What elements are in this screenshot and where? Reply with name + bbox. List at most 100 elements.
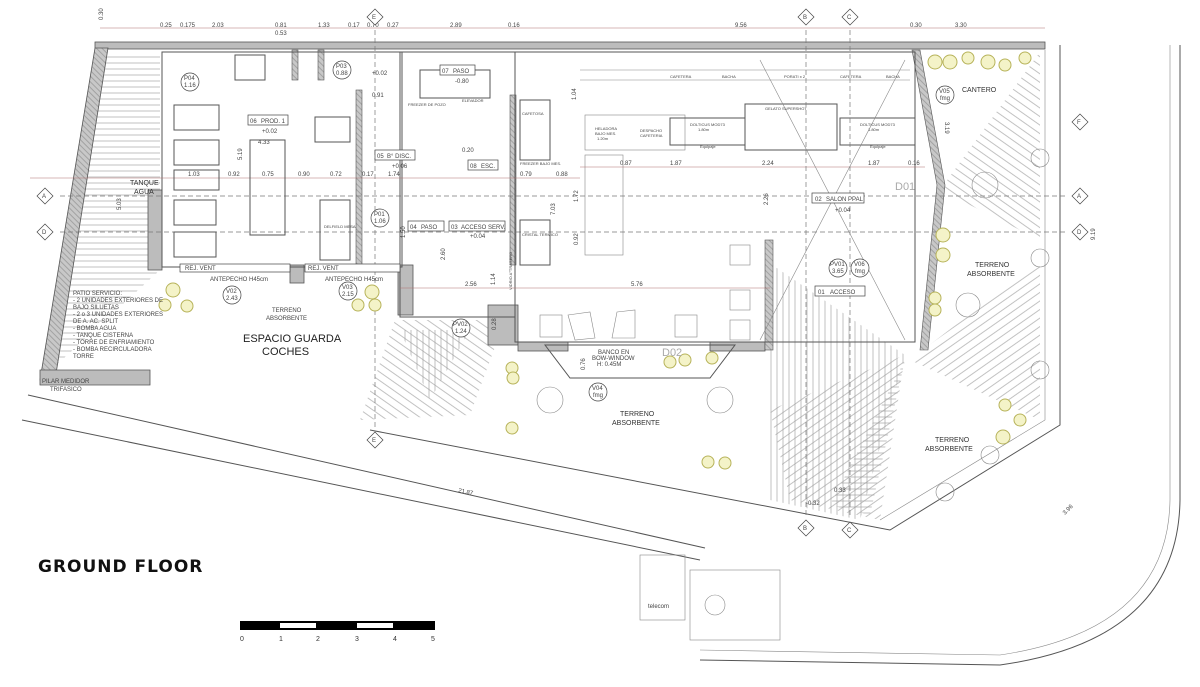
svg-text:+0.04: +0.04 bbox=[470, 234, 486, 240]
svg-text:fmg: fmg bbox=[855, 269, 865, 275]
scale-label: 4 bbox=[393, 636, 397, 643]
label-cantero: CANTERO bbox=[962, 87, 997, 94]
svg-text:0.76: 0.76 bbox=[581, 358, 587, 370]
landscape bbox=[158, 51, 1050, 641]
dim: 0.30 bbox=[99, 8, 105, 20]
svg-text:E: E bbox=[372, 15, 376, 21]
dim: 0.53 bbox=[275, 31, 287, 37]
svg-text:07: 07 bbox=[442, 69, 449, 75]
svg-text:BACHA: BACHA bbox=[886, 74, 900, 79]
svg-text:DOLTICUS MOD73: DOLTICUS MOD73 bbox=[690, 122, 726, 127]
svg-text:V03: V03 bbox=[342, 285, 353, 291]
svg-text:- 2 UNIDADES EXTERIORES DE: - 2 UNIDADES EXTERIORES DE bbox=[73, 298, 163, 304]
svg-text:2.60: 2.60 bbox=[441, 248, 447, 260]
svg-text:0.90: 0.90 bbox=[298, 172, 310, 178]
dim: 0.25 bbox=[160, 23, 172, 29]
svg-text:P03: P03 bbox=[336, 64, 347, 70]
svg-text:DE A. AC. SPLIT: DE A. AC. SPLIT bbox=[73, 319, 118, 325]
svg-text:03: 03 bbox=[451, 225, 458, 231]
svg-text:SALON PPAL: SALON PPAL bbox=[826, 197, 864, 203]
svg-text:+0.06: +0.06 bbox=[392, 164, 408, 170]
svg-text:BACHA: BACHA bbox=[722, 74, 736, 79]
svg-text:CAFETOSA: CAFETOSA bbox=[522, 111, 544, 116]
svg-text:HELADORA: HELADORA bbox=[595, 126, 617, 131]
svg-text:- 2 o 3 UNIDADES EXTERIORES: - 2 o 3 UNIDADES EXTERIORES bbox=[73, 312, 163, 318]
scale-label: 1 bbox=[279, 636, 283, 643]
grid-marker-b-top: B bbox=[797, 8, 815, 26]
svg-text:1.24: 1.24 bbox=[455, 329, 467, 335]
label-terreno: TERRENO bbox=[620, 411, 655, 418]
label-terreno: ABSORBENTE bbox=[612, 420, 660, 427]
svg-text:0.75: 0.75 bbox=[262, 172, 274, 178]
svg-text:2.15: 2.15 bbox=[342, 292, 354, 298]
svg-text:F: F bbox=[1077, 120, 1081, 126]
svg-text:1.20m: 1.20m bbox=[597, 136, 609, 141]
svg-text:BAJO SILUETAS: BAJO SILUETAS bbox=[73, 305, 119, 311]
svg-text:CAFETERA: CAFETERA bbox=[670, 74, 692, 79]
dim: 0.70 bbox=[367, 23, 379, 29]
site-boundary bbox=[21, 45, 1181, 666]
dim: 3.30 bbox=[955, 23, 967, 29]
svg-text:REJ. VENT: REJ. VENT bbox=[185, 266, 216, 272]
svg-text:- TANQUE CISTERNA: - TANQUE CISTERNA bbox=[73, 333, 133, 339]
grid-marker-e-bottom: E bbox=[366, 431, 384, 449]
svg-text:C: C bbox=[847, 528, 852, 534]
label-terreno: TERRENO bbox=[975, 262, 1010, 269]
label-d02: D02 bbox=[662, 347, 682, 359]
svg-text:B: B bbox=[803, 526, 807, 532]
svg-text:ANTEPECHO H45cm: ANTEPECHO H45cm bbox=[210, 277, 268, 283]
interior-lines bbox=[30, 27, 1065, 515]
svg-text:CAFETERA: CAFETERA bbox=[840, 74, 862, 79]
dimension-labels: 5.76 2.56 21.87 9.19 3.96 3.19 1.87 2.24… bbox=[117, 88, 1097, 517]
svg-text:BAJO MES.: BAJO MES. bbox=[595, 131, 616, 136]
svg-text:BOW-WINDOW: BOW-WINDOW bbox=[592, 356, 635, 362]
svg-text:P04: P04 bbox=[184, 76, 195, 82]
svg-text:7.03: 7.03 bbox=[551, 203, 557, 215]
svg-text:1.80m: 1.80m bbox=[868, 127, 880, 132]
svg-text:2.56: 2.56 bbox=[465, 282, 477, 288]
svg-text:1.80m: 1.80m bbox=[698, 127, 710, 132]
svg-text:A: A bbox=[1077, 194, 1081, 200]
svg-text:D: D bbox=[42, 230, 47, 236]
svg-text:P01: P01 bbox=[374, 212, 385, 218]
svg-text:GELATO SUPERSHOT: GELATO SUPERSHOT bbox=[765, 106, 807, 111]
top-dimensions: 0.30 0.25 0.175 2.03 0.81 0.53 1.33 0.17… bbox=[99, 8, 967, 37]
svg-text:PATIO SERVICIO:: PATIO SERVICIO: bbox=[73, 291, 122, 297]
grid-marker-e-top: E bbox=[366, 8, 384, 26]
svg-text:1.16: 1.16 bbox=[184, 83, 196, 89]
dim: 0.81 bbox=[275, 23, 287, 29]
svg-text:21.87: 21.87 bbox=[458, 488, 475, 497]
svg-text:DELFIELD MESA: DELFIELD MESA bbox=[324, 224, 356, 229]
svg-text:1.06: 1.06 bbox=[374, 219, 386, 225]
scale-label: 5 bbox=[431, 636, 435, 643]
dim: 1.33 bbox=[318, 23, 330, 29]
scale-label: 3 bbox=[355, 636, 359, 643]
svg-text:D: D bbox=[1077, 230, 1082, 236]
svg-text:PROD. 1: PROD. 1 bbox=[261, 119, 286, 125]
hatched-terrain bbox=[40, 52, 1040, 520]
svg-text:1.14: 1.14 bbox=[491, 273, 497, 285]
svg-text:04: 04 bbox=[410, 225, 417, 231]
svg-text:C: C bbox=[847, 15, 852, 21]
svg-text:PASO: PASO bbox=[453, 69, 470, 75]
grid-markers: E B C F A D A D E B C bbox=[36, 8, 1089, 539]
svg-text:05: 05 bbox=[377, 154, 384, 160]
svg-text:0.87: 0.87 bbox=[620, 161, 632, 167]
svg-text:1.87: 1.87 bbox=[868, 161, 880, 167]
svg-text:PV01: PV01 bbox=[830, 262, 845, 268]
svg-text:- BOMBA RECIRCULADORA: - BOMBA RECIRCULADORA bbox=[73, 347, 152, 353]
svg-text:0.92: 0.92 bbox=[228, 172, 240, 178]
dim: 0.17 bbox=[348, 23, 360, 29]
svg-text:V02: V02 bbox=[226, 289, 237, 295]
svg-text:1.50: 1.50 bbox=[401, 226, 407, 238]
svg-text:5.03: 5.03 bbox=[117, 198, 123, 210]
